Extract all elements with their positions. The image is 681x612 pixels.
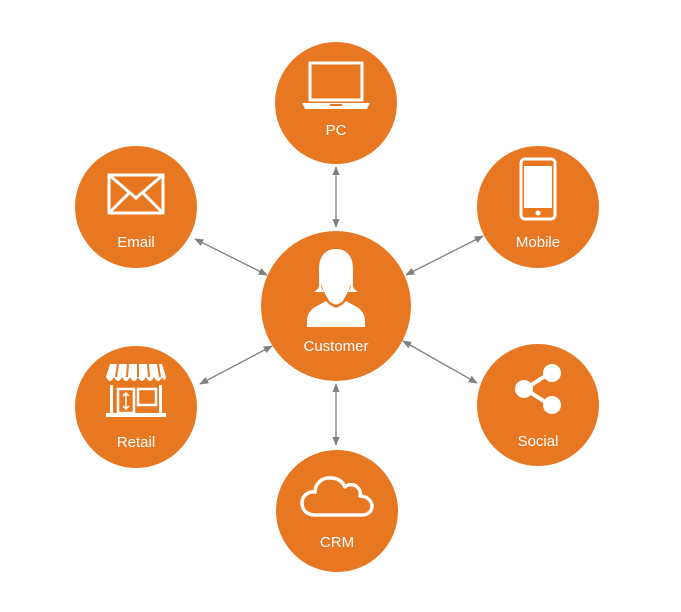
node-customer: Customer <box>261 231 411 381</box>
connector-customer-mobile <box>405 235 484 276</box>
share-icon <box>515 364 561 414</box>
smartphone-icon <box>519 157 557 221</box>
node-label-customer: Customer <box>303 338 369 355</box>
node-email: Email <box>75 146 197 268</box>
node-label-crm: CRM <box>319 534 355 551</box>
node-mobile: Mobile <box>477 146 599 268</box>
node-label-pc: PC <box>325 122 347 139</box>
person-silhouette-icon <box>307 249 365 327</box>
connector-customer-social <box>402 340 478 384</box>
connector-customer-email <box>194 238 268 276</box>
node-label-email: Email <box>117 234 155 251</box>
envelope-icon <box>107 173 165 215</box>
node-retail: Retail <box>75 346 197 468</box>
laptop-icon <box>302 61 370 109</box>
connector-customer-retail <box>199 345 273 385</box>
node-crm: CRM <box>276 450 398 572</box>
node-label-social: Social <box>517 433 559 450</box>
node-social: Social <box>477 344 599 466</box>
cloud-icon <box>300 476 374 517</box>
node-label-retail: Retail <box>116 434 156 451</box>
storefront-icon <box>106 363 166 417</box>
node-label-mobile: Mobile <box>515 234 561 251</box>
node-pc: PC <box>275 42 397 164</box>
